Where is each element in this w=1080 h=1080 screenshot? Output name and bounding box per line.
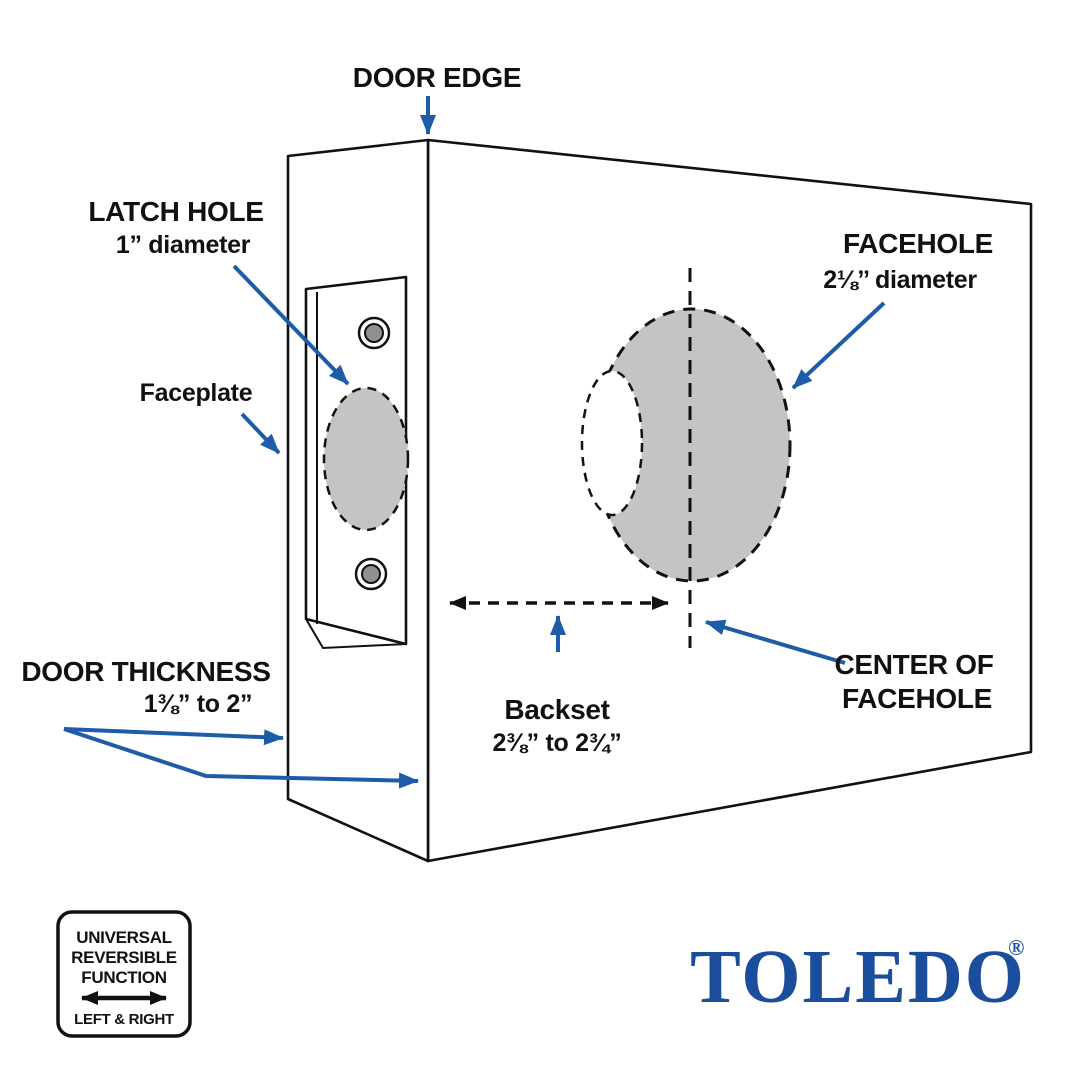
callout-arrows	[63, 96, 886, 789]
brand-logo: TOLEDO ®	[690, 935, 1026, 1019]
facehole-arrow	[791, 301, 886, 390]
backset-label: Backset	[504, 694, 609, 725]
latch-hole	[322, 386, 410, 532]
badge-line-3: FUNCTION	[81, 968, 166, 987]
labels: DOOR EDGE LATCH HOLE 1” diameter Facepla…	[21, 62, 994, 757]
badge-line-4: LEFT & RIGHT	[74, 1011, 174, 1028]
door-thickness-label: DOOR THICKNESS	[21, 656, 270, 687]
latch-hole-label: LATCH HOLE	[88, 196, 263, 227]
logo-text: TOLEDO	[690, 935, 1026, 1019]
screw-bottom-center	[361, 564, 381, 584]
faceplate-group	[304, 275, 410, 650]
latch-hole-arrow	[232, 264, 350, 386]
registered-trademark-icon: ®	[1008, 935, 1024, 960]
backset-size-label: 2⅜” to 2¾”	[493, 729, 622, 757]
badge-border	[56, 910, 192, 1038]
facehole-label: FACEHOLE	[843, 228, 993, 259]
faceplate-arrow	[240, 412, 281, 455]
badge-line-2: REVERSIBLE	[71, 948, 177, 967]
universal-reversible-badge: UNIVERSAL REVERSIBLE FUNCTION LEFT & RIG…	[56, 910, 192, 1038]
faceplate-bevel	[305, 618, 407, 650]
badge-line-1: UNIVERSAL	[76, 928, 172, 947]
screw-top-center	[364, 323, 384, 343]
center-of-facehole-label-2: FACEHOLE	[842, 683, 992, 714]
backset-dimension	[449, 596, 669, 652]
door-edge-label: DOOR EDGE	[353, 62, 521, 93]
faceplate-label: Faceplate	[140, 379, 253, 407]
latch-hole-size-label: 1” diameter	[116, 231, 251, 259]
center-of-facehole-label-1: CENTER OF	[834, 649, 993, 680]
door-thickness-size-label: 1⅜” to 2”	[144, 690, 252, 718]
door-thickness-arrow-lower	[63, 727, 419, 789]
center-of-facehole-arrow	[705, 619, 846, 665]
facehole	[592, 307, 792, 583]
latch-bore-intersection	[580, 369, 644, 517]
facehole-group	[580, 268, 792, 648]
facehole-size-label: 2⅛’’ diameter	[823, 266, 977, 294]
door-thickness-arrow-upper	[63, 727, 284, 746]
